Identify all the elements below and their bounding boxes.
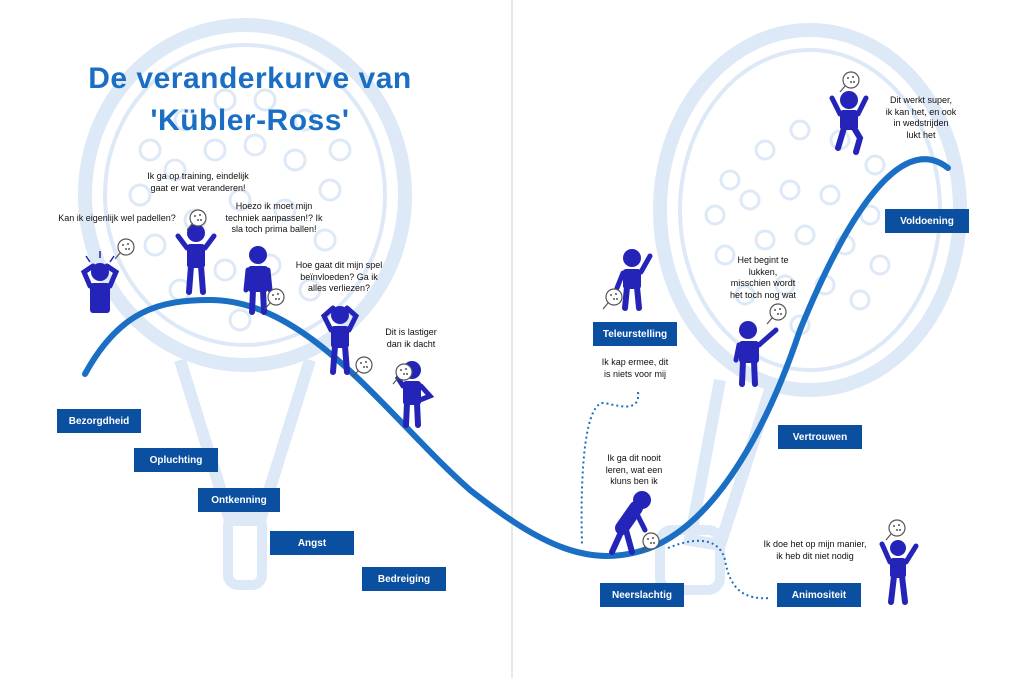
phase-box-teleurstelling: Teleurstelling xyxy=(593,322,677,346)
racket-icon-8 xyxy=(766,303,787,325)
quote-padellen: Kan ik eigenlijk wel padellen? xyxy=(58,213,176,223)
figure-pointing-icon xyxy=(733,321,779,387)
figure-celebrating-icon xyxy=(879,540,919,605)
diagram-title-line1: De veranderkurve van xyxy=(88,62,412,95)
quote-manier: Ik doe het op mijn manier, ik heb dit ni… xyxy=(763,539,867,561)
racket-icon-6 xyxy=(602,288,623,310)
racket-icon-9 xyxy=(885,519,906,541)
phase-box-bezorgdheid: Bezorgdheid xyxy=(57,409,141,433)
figure-standing-icon xyxy=(243,246,273,315)
diagram-title-line2: 'Kübler-Ross' xyxy=(150,104,350,137)
figure-bent-over-icon xyxy=(609,491,651,555)
quote-training: Ik ga op training, eindelijk gaat er wat… xyxy=(147,171,249,193)
phase-box-opluchting: Opluchting xyxy=(134,448,218,472)
quote-leren: Ik ga dit nooit leren, wat een kluns ben… xyxy=(605,453,663,486)
phase-box-neerslachtig: Neerslachtig xyxy=(600,583,684,607)
dotted-connector-manier xyxy=(667,539,771,600)
figure-cheering-icon xyxy=(175,224,217,295)
quote-techniek: Hoezo ik moet mijn techniek aanpassen!? … xyxy=(225,201,323,234)
dotted-connector-kap xyxy=(580,391,640,546)
phase-box-bedreiging: Bedreiging xyxy=(362,567,446,591)
quote-super: Dit werkt super, ik kan het, en ook in w… xyxy=(885,95,957,140)
figure-jumping-icon xyxy=(829,91,869,155)
quote-lukken: Het begint te lukken, misschien wordt he… xyxy=(729,255,797,300)
phase-box-angst: Angst xyxy=(270,531,354,555)
figure-worried-icon xyxy=(80,251,120,313)
racket-icon-4 xyxy=(352,356,373,378)
phase-box-animositeit: Animositeit xyxy=(777,583,861,607)
change-curve xyxy=(82,156,951,559)
racket-icon-3 xyxy=(264,288,285,310)
figure-waving-icon xyxy=(614,249,653,311)
racket-icon-10 xyxy=(839,71,860,93)
racket-icon-1 xyxy=(114,238,135,260)
phase-box-voldoening: Voldoening xyxy=(885,209,969,233)
quote-kap: Ik kap ermee, dit is niets voor mij xyxy=(601,357,669,379)
left-racket-watermark-icon xyxy=(78,18,412,590)
quote-lastiger: Dit is lastiger dan ik dacht xyxy=(385,327,437,349)
quote-spel: Hoe gaat dit mijn spel beïnvloeden? Ga i… xyxy=(295,260,383,293)
phase-box-vertrouwen: Vertrouwen xyxy=(778,425,862,449)
figure-head-hands-icon xyxy=(320,305,360,375)
phase-box-ontkenning: Ontkenning xyxy=(198,488,280,512)
